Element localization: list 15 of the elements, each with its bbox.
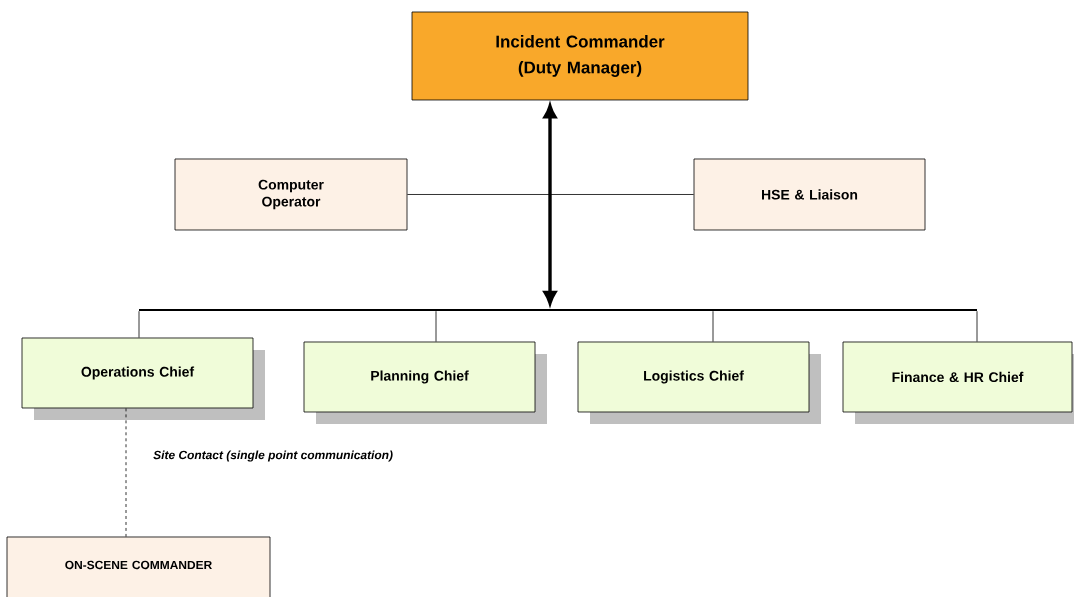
connector-line <box>407 194 694 195</box>
chart-box: Computer Operator <box>174 158 408 231</box>
chart-box: ON-SCENE COMMANDER <box>6 536 271 597</box>
chart-box: Operations Chief <box>21 337 265 420</box>
connector-line <box>435 310 437 342</box>
edge-label: Site Contact (single point communication) <box>153 450 393 462</box>
connector-line <box>138 310 140 338</box>
connector-line <box>976 310 978 342</box>
chart-box: Logistics Chief <box>577 341 821 424</box>
connector-line <box>712 310 714 342</box>
dashed-line <box>125 408 127 537</box>
chart-box: Incident Commander (Duty Manager) <box>411 11 749 101</box>
chart-box: Finance & HR Chief <box>842 341 1074 424</box>
chart-box: HSE & Liaison <box>693 158 926 231</box>
chart-box: Planning Chief <box>303 341 547 424</box>
